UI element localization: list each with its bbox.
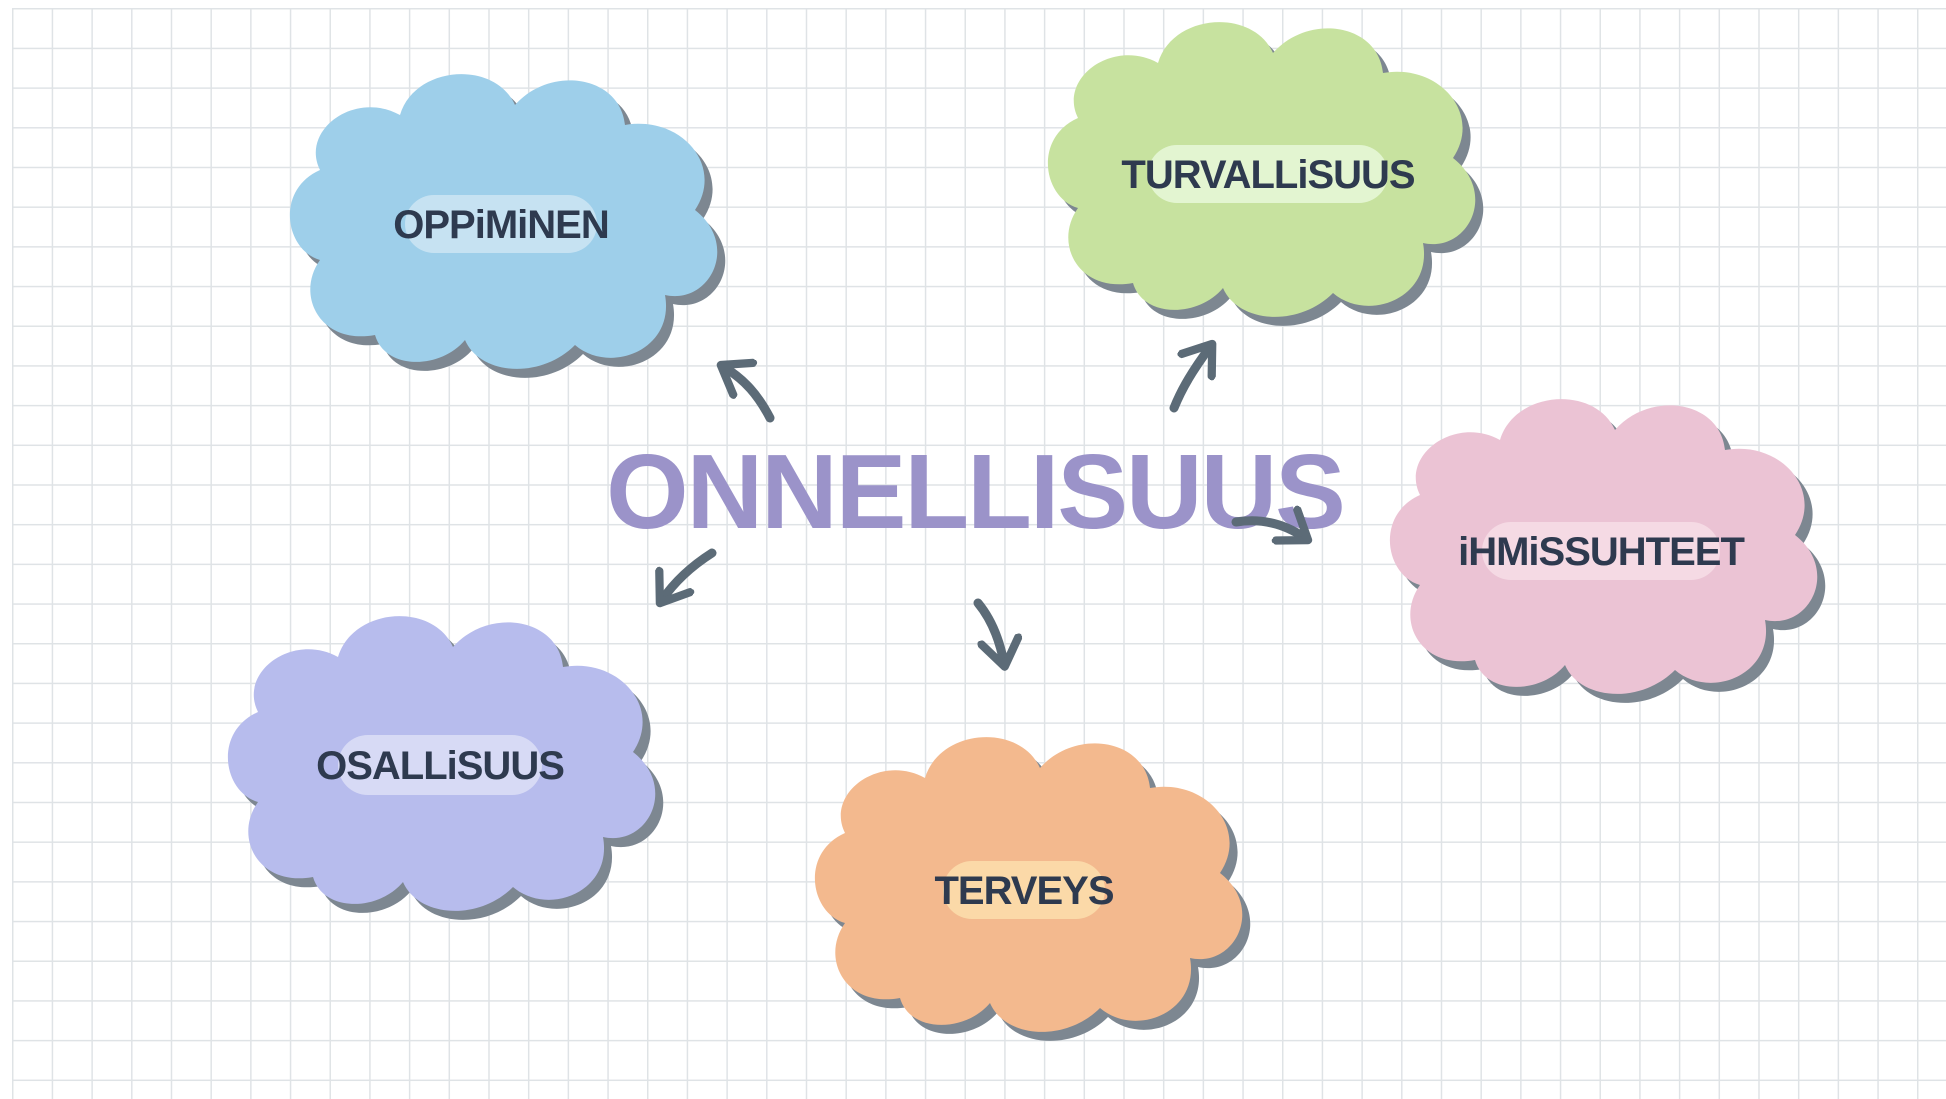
- label-pill: [338, 735, 542, 795]
- arrow-to-oppiminen: [724, 367, 775, 423]
- arrows: [662, 347, 1305, 663]
- arrow-to-osallisuus: [662, 548, 717, 600]
- node-label: TERVEYS: [935, 869, 1114, 913]
- node-label: OPPiMiNEN: [393, 203, 608, 247]
- node-label: iHMiSSUHTEET: [1458, 530, 1744, 574]
- arrow-to-ihmissuhteet: [1231, 521, 1305, 538]
- label-pill: [1482, 522, 1720, 580]
- node-turvallisuus: TURVALLiSUUS: [1047, 22, 1484, 326]
- label-pill: [1148, 145, 1388, 203]
- node-oppiminen: OPPiMiNEN: [289, 74, 726, 378]
- node-osallisuus: OSALLiSUUS: [227, 616, 664, 920]
- arrow-to-turvallisuus: [1169, 347, 1210, 413]
- node-label: TURVALLiSUUS: [1121, 153, 1415, 197]
- node-terveys: TERVEYS: [814, 737, 1251, 1041]
- node-ihmissuhteet: iHMiSSUHTEET: [1389, 399, 1826, 703]
- label-pill: [943, 861, 1105, 919]
- node-label: OSALLiSUUS: [316, 744, 564, 788]
- center-title: ONNELLISUUS: [606, 433, 1344, 551]
- label-pill: [405, 195, 597, 253]
- arrow-to-terveys: [973, 598, 1004, 663]
